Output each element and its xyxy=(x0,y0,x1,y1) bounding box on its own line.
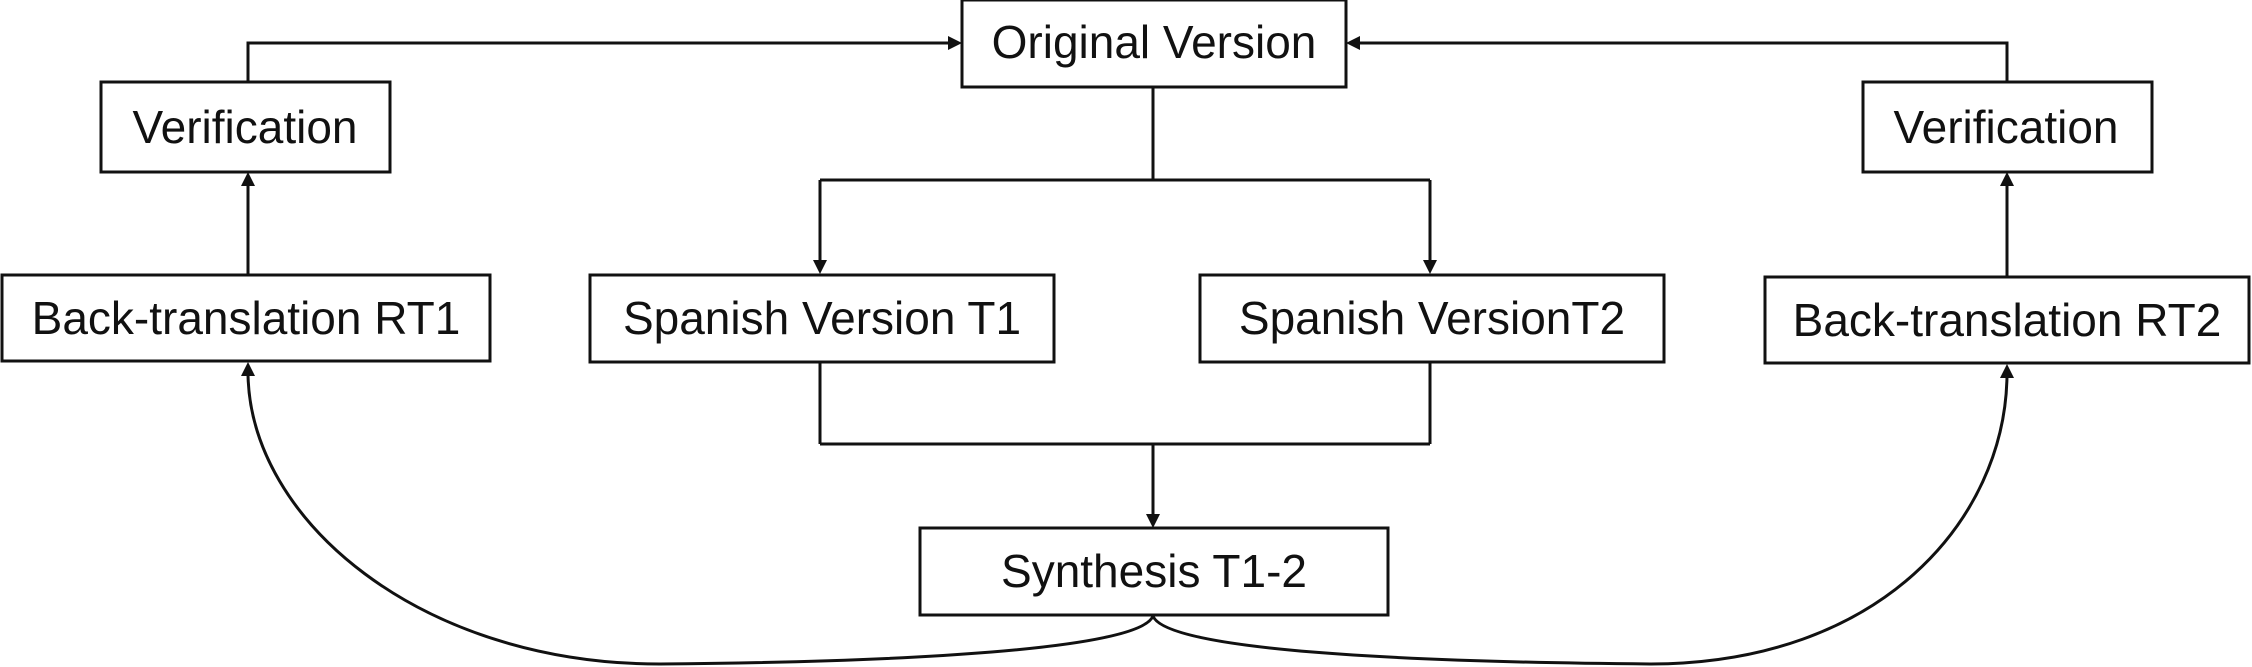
edge-synthesis-to-rt2-curve xyxy=(1151,375,2009,666)
edge-verification-left-to-original xyxy=(246,41,952,82)
node-label-spanish-t1: Spanish Version T1 xyxy=(623,292,1021,344)
node-label-verification-left: Verification xyxy=(132,101,357,153)
node-synthesis: Synthesis T1-2 xyxy=(918,526,1390,617)
edge-synthesis-to-rt1-curve xyxy=(246,373,1155,666)
arrowhead-verification-left xyxy=(241,172,255,186)
node-spanish-version-t1: Spanish Version T1 xyxy=(588,273,1056,364)
node-label-back-translation-rt2: Back-translation RT2 xyxy=(1793,294,2222,346)
node-verification-left: Verification xyxy=(99,80,392,174)
arrowhead-synthesis xyxy=(1146,514,1160,528)
arrowhead-spanish-t2 xyxy=(1423,260,1437,274)
node-label-spanish-t2: Spanish VersionT2 xyxy=(1239,292,1625,344)
node-back-translation-rt2: Back-translation RT2 xyxy=(1763,275,2251,365)
node-spanish-version-t2: Spanish VersionT2 xyxy=(1198,273,1666,364)
arrowhead-spanish-t1 xyxy=(813,260,827,274)
node-label-original: Original Version xyxy=(992,16,1317,68)
edge-verification-right-to-original xyxy=(1356,41,2009,82)
node-label-verification-right: Verification xyxy=(1893,101,2118,153)
node-label-synthesis: Synthesis T1-2 xyxy=(1001,545,1307,597)
node-back-translation-rt1: Back-translation RT1 xyxy=(0,273,492,363)
arrowhead-rt2 xyxy=(2000,364,2014,378)
node-verification-right: Verification xyxy=(1861,80,2154,174)
node-original-version: Original Version xyxy=(960,0,1348,89)
arrowhead-original-left xyxy=(948,36,962,50)
arrowhead-rt1 xyxy=(241,362,255,376)
arrowhead-original-right xyxy=(1346,36,1360,50)
node-label-back-translation-rt1: Back-translation RT1 xyxy=(32,292,461,344)
arrowhead-verification-right xyxy=(2000,172,2014,186)
connectors xyxy=(241,36,2014,666)
